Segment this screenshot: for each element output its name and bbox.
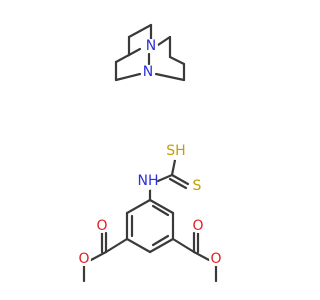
bond-right-c-o-ester (192, 250, 211, 262)
atom-nh: NH (138, 173, 159, 189)
bond-cage-9 (114, 72, 142, 82)
atom-n-top: N (146, 38, 156, 54)
atom-sh: SH (166, 143, 185, 159)
ring-bond-3 (148, 237, 175, 254)
bond-ring-left-c (104, 237, 129, 254)
bond-cage-4 (127, 47, 142, 57)
structure-1-cage: N N (114, 23, 186, 82)
ring-bond-6 (125, 198, 152, 215)
atom-o-right-carbonyl: O (192, 218, 203, 234)
bond-cage-7 (114, 53, 131, 64)
bond-ring-right-c (171, 237, 196, 254)
bond-cage-5 (156, 35, 172, 47)
atom-s-thione: S (193, 178, 202, 194)
chemical-structures: N N (77, 23, 223, 283)
atom-o-left-carbonyl: O (96, 218, 107, 234)
bond-cage-12 (154, 72, 186, 82)
ring-bond-4 (125, 237, 152, 254)
ring-inner-1 (151, 204, 170, 217)
bond-c-nh (156, 173, 174, 183)
bond-cage-2 (127, 23, 153, 39)
bond-c-s-thione-a (170, 173, 190, 186)
bond-left-c-o-ester (89, 250, 108, 262)
ring-inner-2 (151, 234, 170, 247)
ring-bond-1 (148, 198, 175, 215)
atom-n-bottom: N (143, 64, 153, 80)
atom-o-left-ester: O (78, 251, 89, 267)
bond-sh-c (170, 158, 177, 177)
bond-cage-10 (168, 55, 186, 66)
molecule-canvas: N N (77, 23, 223, 283)
bond-c-s-thione-b (168, 177, 188, 190)
atom-o-right-ester: O (210, 251, 221, 267)
structure-2-aryl-dithiocarbamate: SH S NH O O O O (77, 142, 223, 283)
